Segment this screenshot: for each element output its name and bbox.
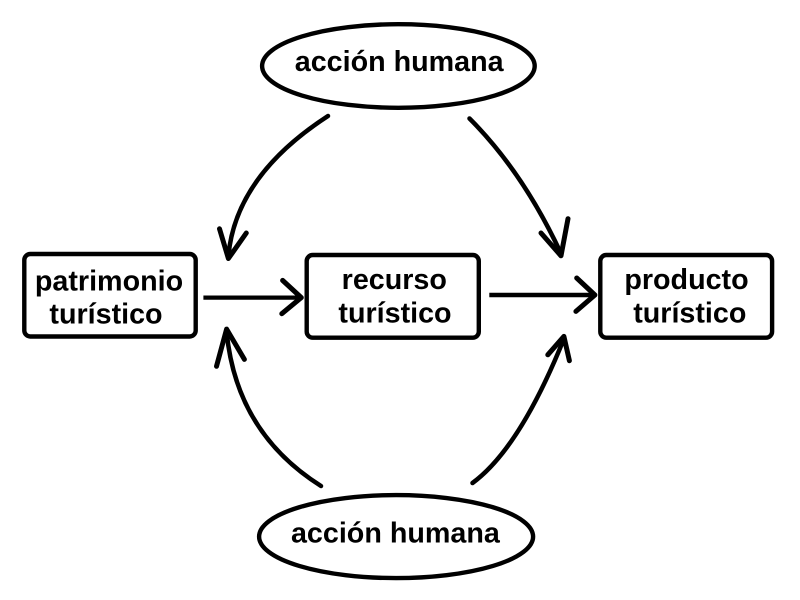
svg-text:producto: producto: [624, 264, 748, 296]
svg-text:recurso: recurso: [342, 264, 447, 296]
svg-text:turístico: turístico: [49, 299, 162, 331]
svg-text:patrimonio: patrimonio: [35, 265, 183, 297]
svg-text:turístico: turístico: [633, 297, 746, 329]
svg-text:acción humana: acción humana: [295, 46, 505, 78]
svg-text:turístico: turístico: [338, 298, 451, 330]
svg-text:acción humana: acción humana: [291, 517, 501, 549]
